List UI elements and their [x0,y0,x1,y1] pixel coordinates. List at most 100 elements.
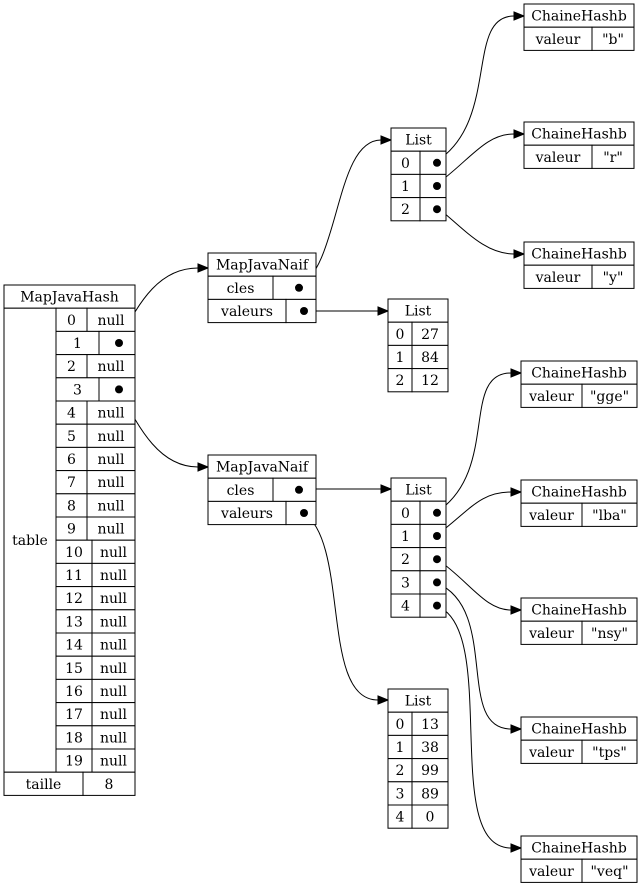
table-slot-index: 8 [67,498,76,514]
key-list-index: 3 [401,575,410,591]
arrowhead [380,135,393,145]
table-slot-null: null [98,313,126,329]
value-list-index: 4 [396,810,405,826]
table-slot-index: 4 [67,406,76,422]
chaine-value-cell [581,383,638,408]
pointer-edge [436,15,515,162]
arrowhead [510,843,523,853]
chaine-value: "veq" [590,864,628,880]
table-slot-null: null [100,545,128,561]
map-java-naif-title: MapJavaNaif [216,460,310,476]
chaine-title: ChaineHashb [531,366,627,382]
value-list-index: 3 [396,786,405,802]
arrowhead [197,462,210,472]
arrowhead [377,306,390,316]
table-slot-null: null [100,591,128,607]
table-slot-index: 7 [67,475,76,491]
table-slot-pointer-dot [115,339,123,347]
chaine-value: "nsy" [591,626,628,642]
pointer-edge [436,582,512,730]
table-slot-index: 14 [65,638,83,654]
valeurs-label: valeurs [220,304,273,320]
chaine-title: ChaineHashb [531,841,627,857]
map-java-hash-title: MapJavaHash [20,290,119,306]
key-list-pointer-dot [433,578,441,587]
arrowhead [513,249,526,259]
table-slot-index: 1 [73,336,82,352]
chaine-title: ChaineHashb [531,9,627,25]
table-slot-index: 10 [65,545,83,561]
taille-value-cell [82,771,136,796]
value-list-index: 1 [396,350,405,366]
value-list-index: 2 [396,763,405,779]
pointer-edges [119,11,526,853]
table-slot-index: 3 [73,382,82,398]
key-list-title: List [405,133,432,149]
arrowhead [510,605,523,615]
value-list-value: 12 [421,373,439,389]
pointer-edge [303,512,379,701]
table-slot-pointer-dot [115,385,123,394]
key-list-index: 1 [401,179,410,195]
arrowhead [513,129,526,139]
table-slot-null: null [100,684,128,700]
table-slot-null: null [100,568,128,584]
chaine-valeur-label: valeur [528,745,574,761]
key-list-pointer-dot [433,508,441,517]
chaine-title: ChaineHashb [531,127,627,143]
chaine-valeur-label: valeur [528,389,574,405]
arrowhead [380,484,393,494]
pointer-edge [436,133,515,185]
arrowhead [510,724,523,734]
chaine-value: "r" [603,150,623,166]
value-list-value-cell [411,368,449,393]
cles-pointer-dot [295,283,303,292]
chaine-value-cell [581,502,638,527]
key-list-pointer-dot [433,182,441,190]
table-slot-index: 9 [67,522,76,538]
value-list-index: 2 [396,373,405,389]
chaine-value-cell [591,264,635,289]
key-list-index: 1 [401,529,410,545]
chaine-title: ChaineHashb [531,722,627,738]
key-list-pointer-dot [433,205,441,214]
chaine-valeur-label: valeur [535,32,581,48]
value-list-value: 13 [421,717,439,733]
table-slot-null: null [98,522,126,538]
value-list-value: 84 [421,350,439,366]
table-slot-null: null [100,730,128,746]
pointer-edge [436,605,512,849]
cles-label: cles [227,483,255,499]
table-slot-null: null [98,359,126,375]
map-java-naif-title: MapJavaNaif [216,258,310,274]
table-slot-null: null [98,452,126,468]
chaine-title: ChaineHashb [531,603,627,619]
table-slot-null: null [98,406,126,422]
table-slot-null: null [98,429,126,445]
table-slot-index: 16 [65,684,83,700]
chaine-value: "y" [603,270,624,286]
value-list-index: 1 [396,740,405,756]
table-slot-index: 5 [67,429,76,445]
valeurs-pointer-dot [300,307,308,315]
arrowhead [510,368,523,378]
key-list-index: 4 [401,599,410,615]
key-list-pointer-dot [433,532,441,540]
chaine-value: "gge" [590,389,629,405]
value-list-index: 0 [396,327,405,343]
value-list-index: 0 [396,717,405,733]
pointer-edge [436,491,512,536]
chaine-title: ChaineHashb [531,247,627,263]
value-list-value-cell [411,804,449,829]
table-slot-index: 2 [67,359,76,375]
taille-value: 8 [105,777,114,793]
